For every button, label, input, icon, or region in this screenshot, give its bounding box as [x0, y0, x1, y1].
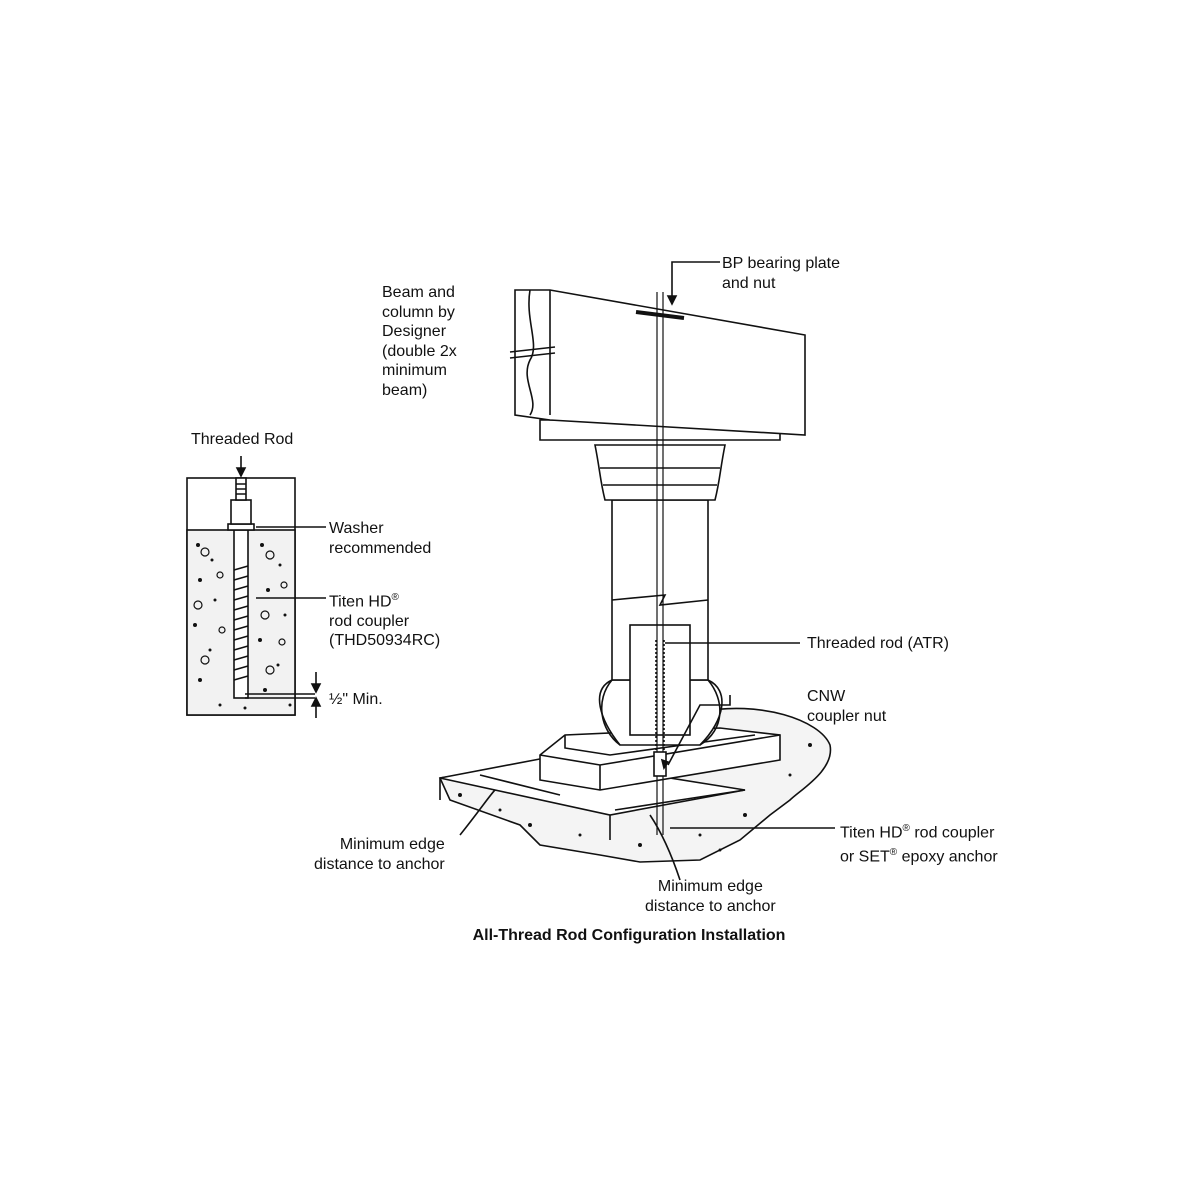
titen-coupler-label: Titen HD® rod coupler (THD50934RC) [329, 588, 440, 651]
anchor-type: rod coupler [909, 824, 995, 842]
washer-label: Washer recommended [329, 520, 432, 557]
titen-model: rod coupler (THD50934RC) [329, 612, 441, 650]
registered-mark: ® [391, 592, 399, 603]
registered-mark: ® [889, 846, 898, 858]
edge-distance-bottom-label: Minimum edge distance to anchor [645, 878, 776, 915]
edge-distance-left-label: Minimum edge distance to anchor [314, 836, 445, 873]
concrete-aggregate [193, 543, 292, 710]
diagram-title: All-Thread Rod Configuration Installatio… [472, 927, 786, 944]
column-assembly-drawing [438, 261, 835, 881]
registered-mark: ® [902, 823, 910, 834]
threaded-rod-label: Threaded Rod [191, 431, 294, 448]
anchor-detail-drawing [186, 456, 326, 718]
titen-name: Titen HD [329, 593, 392, 611]
coupler-nut-label: CNW coupler nut [807, 688, 887, 725]
threaded-rod-atr-label: Threaded rod (ATR) [807, 635, 949, 652]
set-name: or SET [840, 848, 890, 866]
set-type: epoxy anchor [897, 848, 998, 866]
anchor-name: Titen HD [840, 824, 903, 842]
anchor-label: Titen HD® rod coupler or SET® epoxy anch… [840, 819, 998, 867]
bearing-plate-label: BP bearing plate and nut [722, 255, 841, 292]
beam-label: Beam and column by Designer (double 2x m… [382, 284, 457, 399]
min-embed-label: ½" Min. [329, 691, 383, 708]
